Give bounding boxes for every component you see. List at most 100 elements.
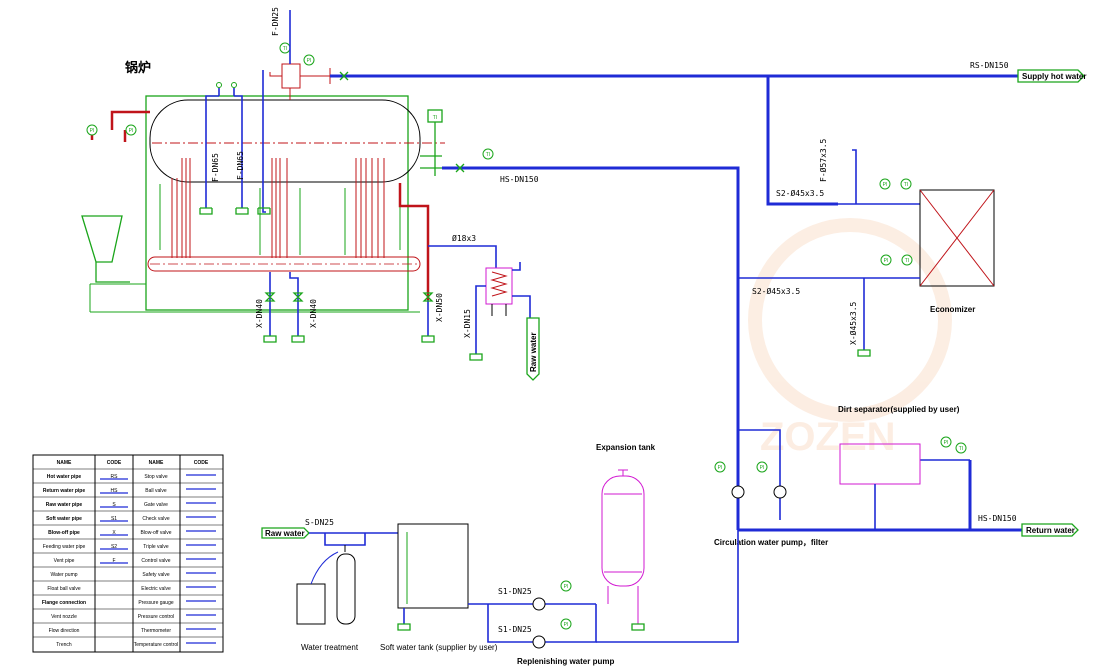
- label-s1-dn25-a: S1-DN25: [498, 587, 532, 596]
- svg-text:TI: TI: [905, 258, 909, 264]
- svg-text:TI: TI: [959, 446, 963, 452]
- svg-text:Return water: Return water: [1026, 526, 1075, 535]
- supply-hot-water-tag: [1017, 69, 1085, 83]
- water-treatment-label: Water treatment: [301, 643, 359, 652]
- boiler: 锅炉: [81, 60, 445, 313]
- legend-code: X: [112, 530, 116, 536]
- legend-name: Soft water pipe: [46, 516, 82, 522]
- label-s1-dn25-b: S1-DN25: [498, 625, 532, 634]
- legend-name: Pressure control: [138, 614, 174, 620]
- top-outlet: TI PI F-DN25: [262, 7, 331, 213]
- legend-name: Electric valve: [141, 586, 171, 592]
- dirt-separator-label: Dirt separator(supplied by user): [838, 405, 960, 414]
- legend-name: Blow-off valve: [140, 530, 171, 536]
- label-f-dn65-b: F-DN65: [236, 151, 245, 180]
- legend-name: Triple valve: [143, 544, 169, 550]
- blowoff-pipes: X-DN40 X-DN40 X-DN50: [255, 272, 444, 343]
- circulation-section: PI PI PI TI Return water HS-DN150 Circul…: [714, 429, 1079, 547]
- legend-name: Temperature control: [134, 642, 178, 648]
- legend-code: S1: [111, 516, 117, 522]
- legend-name: Hot water pipe: [47, 474, 82, 480]
- economizer-label: Economizer: [930, 305, 975, 314]
- label-x-dn15: X-DN15: [463, 309, 472, 338]
- sampling-cooler: Ø18x3 X-DN15 Raw water: [428, 233, 540, 381]
- svg-text:Raw water: Raw water: [265, 529, 305, 538]
- lower-drum: [147, 256, 421, 272]
- legend-code: S: [112, 502, 116, 508]
- svg-text:PI: PI: [884, 258, 889, 264]
- svg-text:TI: TI: [904, 182, 908, 188]
- legend-name: Control valve: [141, 558, 170, 564]
- label-s-dn25: S-DN25: [305, 518, 334, 527]
- boiler-title: 锅炉: [125, 60, 151, 76]
- svg-text:Raw water: Raw water: [529, 332, 538, 372]
- svg-text:PI: PI: [90, 128, 95, 134]
- legend-name: Safety valve: [142, 572, 169, 578]
- label-s2-mid: S2-Ø45x3.5: [752, 286, 800, 296]
- watermark: ZOZEN: [748, 218, 952, 459]
- label-rs-dn150: RS-DN150: [970, 61, 1009, 70]
- svg-text:PI: PI: [564, 622, 569, 628]
- replenishing-pump-label: Replenishing water pump: [517, 657, 614, 666]
- legend-name: Gate valve: [144, 502, 168, 508]
- svg-text:TI: TI: [283, 46, 287, 52]
- legend-name: Stop valve: [144, 474, 168, 480]
- legend-code: HS: [111, 488, 119, 494]
- legend-name: Float ball valve: [47, 586, 81, 592]
- legend-name: Water pump: [50, 572, 77, 578]
- expansion-tank: Expansion tank: [596, 443, 656, 631]
- legend-name: Feeding water pipe: [43, 544, 86, 550]
- legend-header: CODE: [107, 460, 122, 466]
- raw-water-tag-left: [261, 527, 310, 539]
- circulation-pump-label: Circulation water pump，filter: [714, 538, 828, 547]
- legend-table: NAME CODE NAME CODE Hot water pipe RS Stop val…: [32, 454, 224, 653]
- legend-name: Return water pipe: [43, 488, 85, 494]
- economizer: Economizer S2-Ø45x3.5 PI TI X-Ø45x3.5 Di…: [738, 189, 995, 414]
- legend-header: NAME: [57, 460, 72, 466]
- expansion-tank-label: Expansion tank: [596, 443, 656, 452]
- hopper: [81, 215, 123, 263]
- return-water-tag: [1021, 523, 1079, 537]
- legend-header: NAME: [149, 460, 164, 466]
- svg-text:PI: PI: [718, 465, 723, 471]
- svg-text:PI: PI: [883, 182, 888, 188]
- legend-name: Raw water pipe: [46, 502, 83, 508]
- label-f-dn65-a: F-DN65: [211, 153, 220, 182]
- legend-name: Blow-off pipe: [48, 530, 80, 536]
- label-x-dn40-b: X-DN40: [309, 299, 318, 328]
- svg-text:PI: PI: [307, 58, 312, 64]
- legend-header: CODE: [194, 460, 209, 466]
- label-f-dn25: F-DN25: [271, 7, 280, 36]
- legend-name: Pressure gauge: [138, 600, 174, 606]
- replenishing-section: PI PI S1-DN25 S1-DN25 Replenishing water…: [468, 530, 739, 666]
- label-s2-top: S2-Ø45x3.5: [776, 188, 824, 198]
- water-treatment: Raw water S-DN25 Water treatment Soft wa…: [261, 518, 498, 652]
- upper-drum: [149, 99, 421, 183]
- label-hs-dn150-bottom: HS-DN150: [978, 514, 1017, 523]
- svg-text:PI: PI: [564, 584, 569, 590]
- svg-text:ZOZEN: ZOZEN: [760, 415, 896, 459]
- svg-text:PI: PI: [944, 440, 949, 446]
- label-f-57: F-Ø57x3.5: [818, 138, 828, 182]
- legend-name: Flange connection: [42, 600, 86, 606]
- brine-tank: [296, 583, 326, 625]
- legend-name: Trench: [56, 642, 72, 648]
- hs-line-boiler: HS-DN150 TI: [442, 148, 740, 530]
- legend-name: Check valve: [142, 516, 169, 522]
- legend-code: S2: [111, 544, 117, 550]
- legend-code: RS: [111, 474, 119, 480]
- svg-text:Supply hot water: Supply hot water: [1022, 72, 1086, 81]
- dirt-separator: [839, 443, 921, 485]
- label-x-45: X-Ø45x3.5: [848, 301, 858, 345]
- label-hs-dn150-top: HS-DN150: [500, 175, 539, 184]
- boiler-frame: [145, 95, 409, 311]
- vent-pipes: F-DN65 F-DN65: [199, 82, 271, 215]
- label-d18: Ø18x3: [452, 233, 476, 243]
- svg-text:TI: TI: [486, 152, 490, 158]
- soft-water-tank-label: Soft water tank (supplier by user): [380, 643, 498, 652]
- svg-text:TI: TI: [433, 115, 437, 121]
- legend-code: F: [112, 558, 115, 564]
- hot-water-main: Supply hot water RS-DN150 F-Ø57x3.5 S2-Ø…: [330, 61, 1086, 206]
- legend-name: Vent nozzle: [51, 614, 77, 620]
